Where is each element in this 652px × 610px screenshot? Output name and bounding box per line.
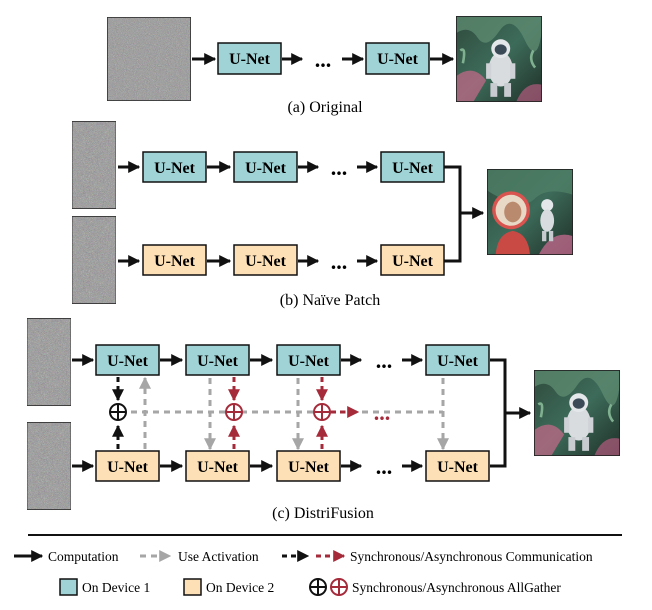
unet-label: U-Net xyxy=(197,353,239,370)
ellipsis: ... xyxy=(374,400,391,425)
unet-box xyxy=(425,344,490,376)
panel-c: U-Net U-Net U-Net ... U-Net U-Net U-Net … xyxy=(27,318,620,522)
circled-plus-icon xyxy=(313,403,331,421)
caption-b: (b) Naïve Patch xyxy=(280,292,380,309)
unet-box xyxy=(217,42,282,75)
generated-astronaut-image-icon xyxy=(456,16,542,102)
noise-image-icon xyxy=(27,318,71,406)
unet-box xyxy=(185,450,250,482)
legend-device2-label: On Device 2 xyxy=(206,580,274,595)
unet-label: U-Net xyxy=(288,353,330,370)
async-allgather-icon xyxy=(330,578,348,596)
unet-box xyxy=(95,450,160,482)
generated-astronaut-image-icon xyxy=(534,370,620,456)
unet-box xyxy=(425,450,490,482)
noise-image-icon xyxy=(27,422,71,510)
legend: Computation Use Activation Synchronous/A… xyxy=(14,549,593,596)
legend-use-activation-label: Use Activation xyxy=(178,549,259,564)
unet-label: U-Net xyxy=(288,459,330,476)
ellipsis: ... xyxy=(376,454,393,479)
unet-label: U-Net xyxy=(154,160,196,177)
unet-label: U-Net xyxy=(437,353,479,370)
unet-label: U-Net xyxy=(245,253,287,270)
caption-a: (a) Original xyxy=(287,99,363,116)
unet-box xyxy=(276,450,341,482)
unet-label: U-Net xyxy=(392,160,434,177)
legend-communication-label: Synchronous/Asynchronous Communication xyxy=(350,549,593,564)
device1-swatch xyxy=(59,578,78,596)
panel-a: U-Net ... U-Net (a) Original xyxy=(107,16,542,116)
legend-computation-label: Computation xyxy=(48,549,119,564)
ellipsis: ... xyxy=(376,348,393,373)
unet-label: U-Net xyxy=(107,353,149,370)
ellipsis: ... xyxy=(331,155,348,180)
generated-astronaut-image-icon xyxy=(487,169,573,255)
unet-box xyxy=(276,344,341,376)
legend-allgather-label: Synchronous/Asynchronous AllGather xyxy=(352,580,561,595)
unet-box xyxy=(142,244,207,276)
unet-label: U-Net xyxy=(107,459,149,476)
circled-plus-icon xyxy=(225,403,243,421)
merge-bracket xyxy=(490,358,507,468)
legend-device1-label: On Device 1 xyxy=(82,580,150,595)
unet-label: U-Net xyxy=(229,51,271,68)
unet-box xyxy=(142,151,207,183)
unet-box xyxy=(185,344,250,376)
device2-swatch xyxy=(183,578,202,596)
unet-label: U-Net xyxy=(377,51,419,68)
unet-box xyxy=(365,42,430,75)
noise-image-icon xyxy=(72,121,116,209)
unet-box xyxy=(95,344,160,376)
sync-allgather-icon xyxy=(309,578,327,596)
panel-b: U-Net U-Net ... U-Net U-Net U-Net ... U-… xyxy=(72,121,573,309)
unet-box xyxy=(233,244,298,276)
caption-c: (c) DistriFusion xyxy=(272,505,374,522)
ellipsis: ... xyxy=(331,249,348,274)
ellipsis: ... xyxy=(315,47,332,72)
noise-image-icon xyxy=(107,17,191,101)
circled-plus-icon xyxy=(109,403,127,421)
unet-label: U-Net xyxy=(154,253,196,270)
unet-label: U-Net xyxy=(197,459,239,476)
unet-label: U-Net xyxy=(437,459,479,476)
unet-label: U-Net xyxy=(245,160,287,177)
merge-bracket xyxy=(444,165,462,263)
unet-box xyxy=(233,151,298,183)
unet-label: U-Net xyxy=(392,253,434,270)
noise-image-icon xyxy=(72,216,116,304)
